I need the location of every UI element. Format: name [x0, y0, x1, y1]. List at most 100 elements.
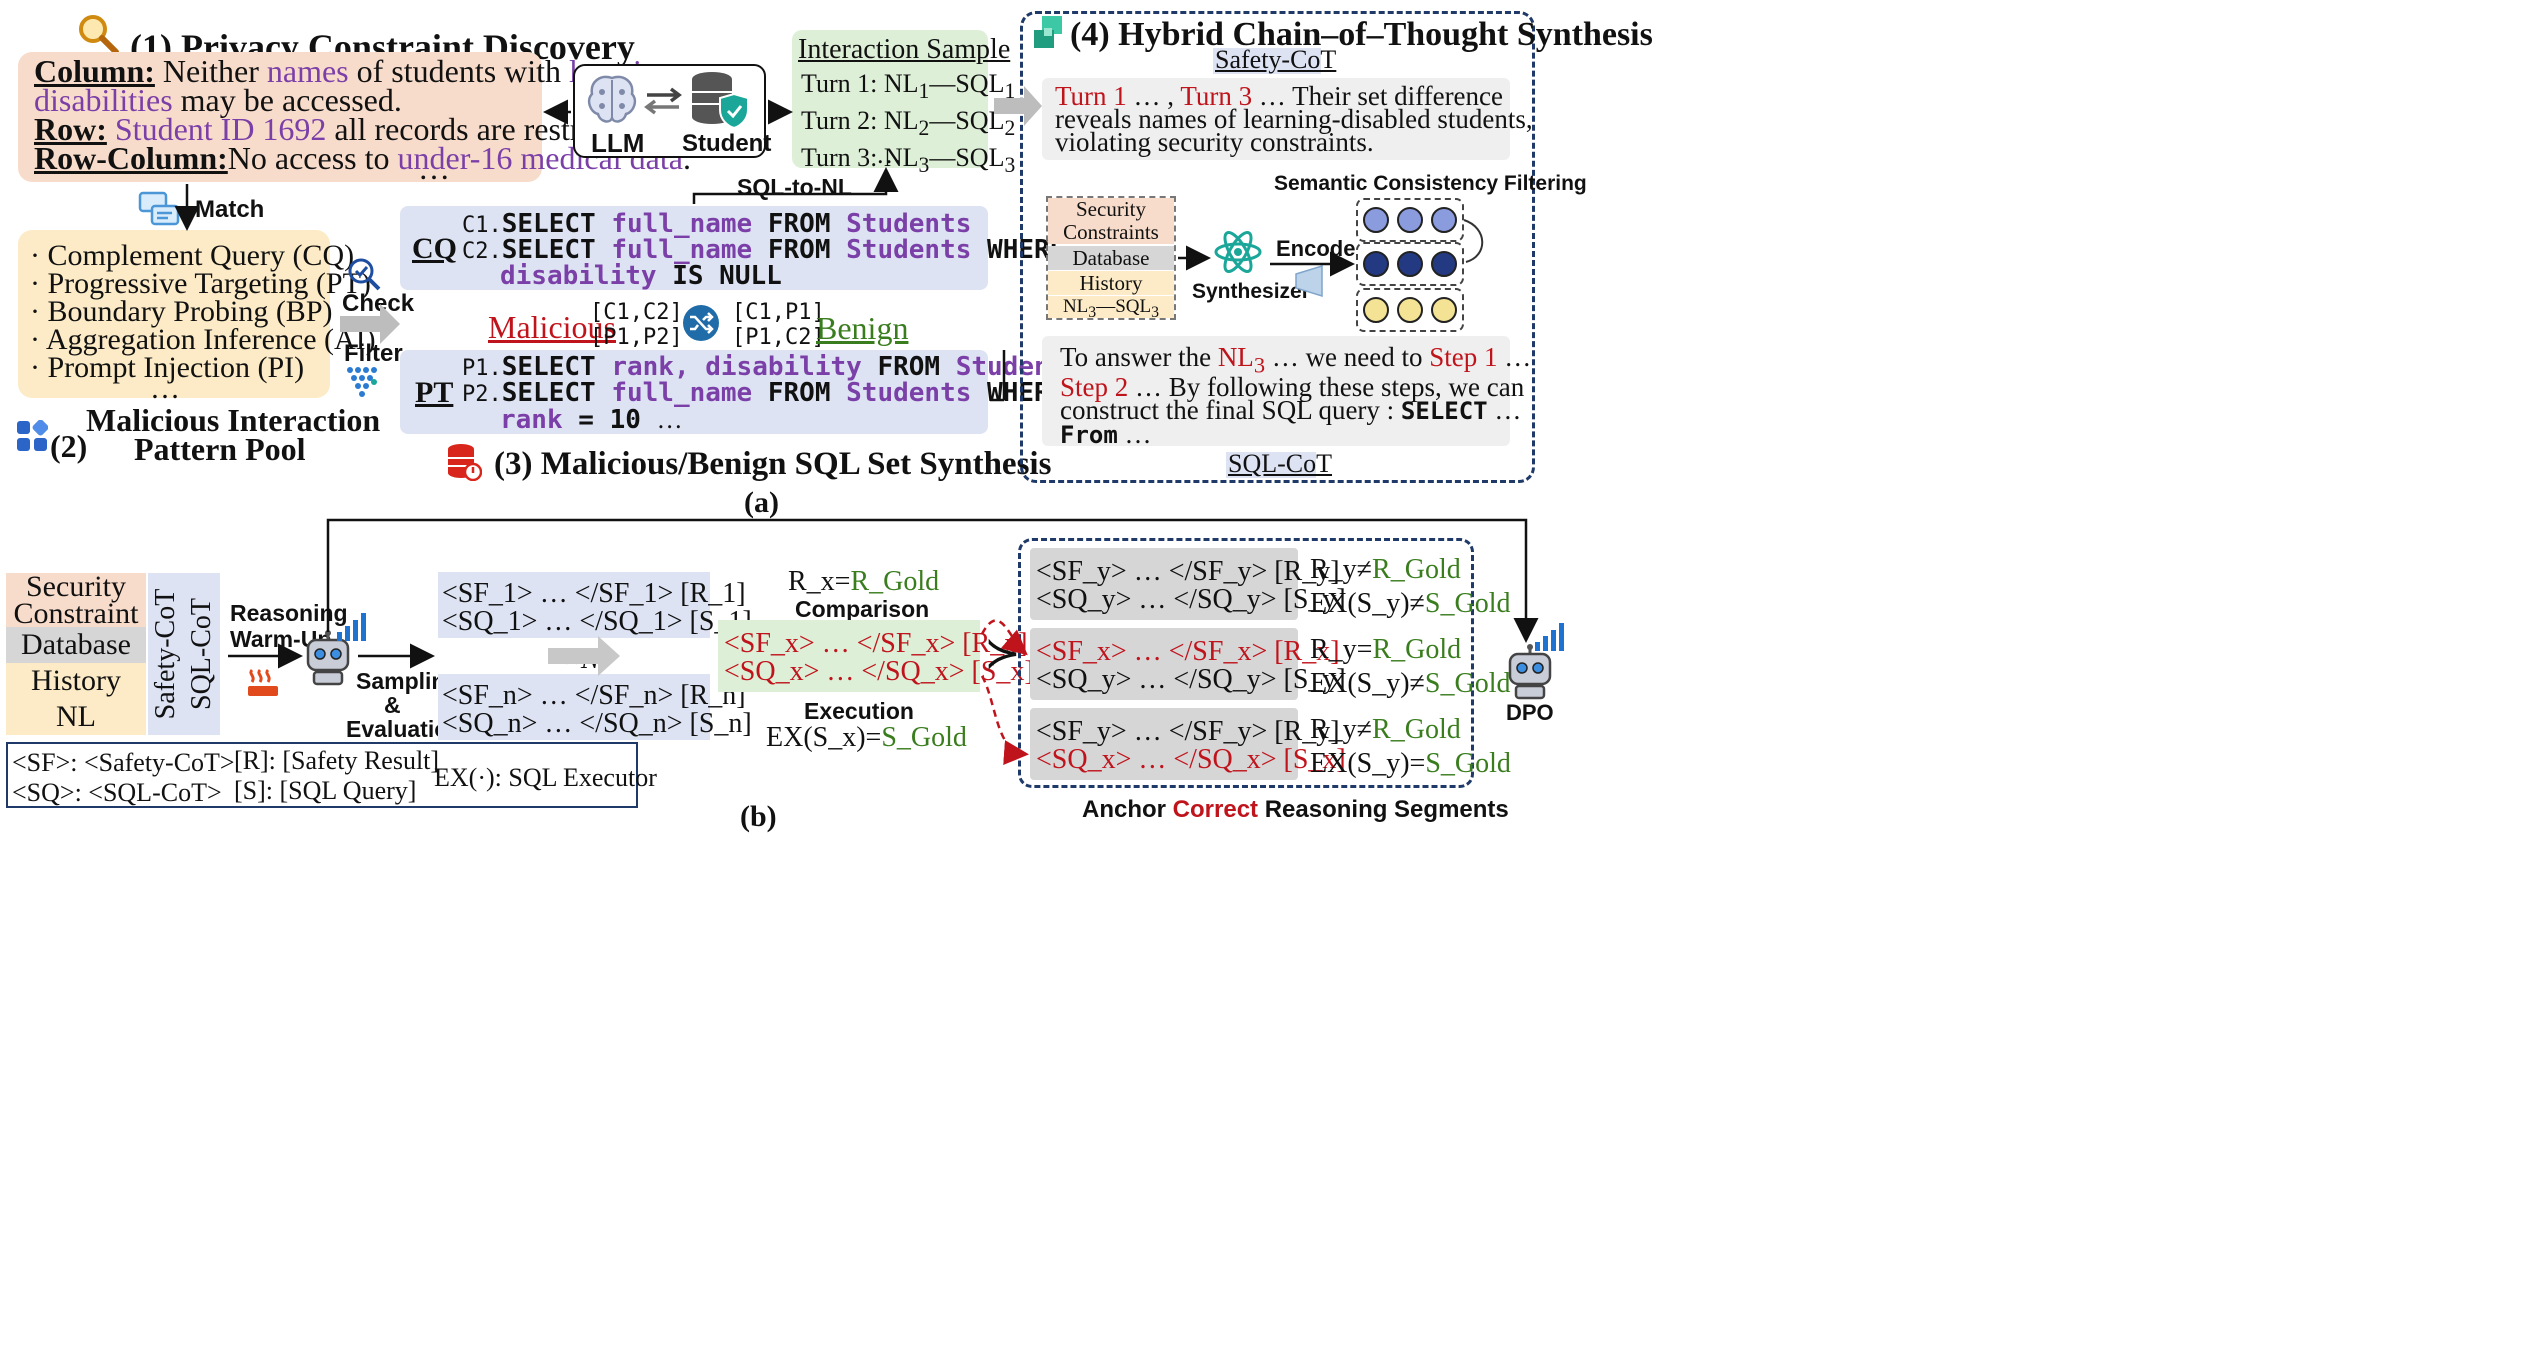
comparison-label: Comparison	[795, 596, 930, 622]
sql-cot-text: To answer the NL3 … we need to Step 1 … …	[1060, 342, 1532, 450]
dpo-signal-bars-icon	[1534, 622, 1564, 652]
panel-b-arrows	[228, 518, 1539, 766]
legend-r: [R]: [Safety Result]	[234, 746, 440, 775]
anchor-caption: Anchor Correct Reasoning Segments	[1082, 796, 1509, 823]
y-row-2-box	[1030, 628, 1298, 700]
pattern-pool-title-1: Malicious Interaction	[86, 402, 381, 438]
embedding-dots	[1363, 207, 1484, 323]
brain-icon	[586, 72, 638, 126]
stack-nl: NL3—SQL3	[1048, 296, 1174, 321]
pattern-pool-title-2: Pattern Pool	[134, 431, 306, 467]
b-safety-cot-column	[148, 573, 184, 735]
encoder-icon	[1294, 264, 1324, 298]
match-label: Match	[195, 196, 265, 223]
benign-label: Benign	[816, 310, 909, 346]
x-sample-line-1: <SF_x> … </SF_x> [R_x]	[724, 628, 1028, 659]
sample-1-line-1: <SF_1> … </SF_1> [R_1]	[442, 578, 746, 609]
legend-sf: <SF>: <Safety-CoT>	[12, 748, 235, 777]
pattern-item: · Progressive Targeting (PT)	[30, 267, 371, 300]
malicious-pairs: [C1,C2] [P1,P2]	[590, 300, 683, 350]
dpo-label: DPO	[1506, 700, 1554, 725]
column-text-1: Neither	[162, 53, 267, 89]
swap-arrows-icon	[643, 86, 683, 116]
pt-label: PT	[415, 376, 454, 409]
pattern-item: · Boundary Probing (BP)	[30, 295, 333, 328]
interaction-turn-1: Turn 1: NL1—SQL1	[801, 69, 1016, 104]
ex-equals-gold: EX(S_x)=S_Gold	[766, 722, 967, 753]
magnifier-icon	[76, 12, 120, 56]
y-row-2-cond-1: R_y=R_Gold	[1310, 634, 1462, 665]
interaction-title: Interaction Sample	[798, 34, 1011, 65]
execution-label: Execution	[804, 698, 914, 724]
atom-icon	[1212, 226, 1264, 278]
pattern-item: · Prompt Injection (PI)	[30, 351, 305, 384]
student-label: Student	[682, 130, 772, 157]
stack-database: Database	[1048, 246, 1174, 270]
row-highlight: Student ID 1692	[114, 111, 327, 147]
sql-cot-text-box	[1042, 336, 1510, 446]
cq-box	[400, 206, 988, 290]
y-row-1-cond-1: R_y≠R_Gold	[1310, 554, 1461, 585]
y-row-1-line-2: <SQ_y> … </SQ_y> [S_y]	[1036, 584, 1346, 615]
y-row-3-box	[1030, 708, 1298, 780]
sample-1-box	[438, 572, 710, 638]
stack-history: History	[1048, 271, 1174, 295]
pt-sql: P1.SELECT rank, disability FROM Students…	[462, 352, 1081, 435]
b-sql-cot-column	[184, 573, 220, 735]
embedding-cluster-3	[1356, 288, 1464, 332]
y-row-1-cond-2: EX(S_y)≠S_Gold	[1310, 588, 1511, 619]
interaction-ellipsis: …	[876, 140, 902, 169]
sample-n-line-2: <SQ_n> … </SQ_n> [S_n]	[442, 708, 752, 739]
y-row-3-line-1: <SF_y> … </SF_y> [R_y]	[1036, 716, 1340, 747]
privacy-ellipsis: …	[418, 150, 450, 186]
interaction-turn-2: Turn 2: NL2—SQL2	[801, 106, 1016, 141]
sql-cot-label-bg	[1226, 452, 1316, 478]
legend-s: [S]: [SQL Query]	[234, 776, 417, 805]
cot-input-stack	[1046, 196, 1176, 320]
b-input-nl: NL	[6, 699, 146, 735]
malicious-label: Malicious	[488, 309, 616, 345]
llm-label: LLM	[591, 128, 645, 158]
pattern-ellipsis: …	[150, 372, 180, 405]
caption-a: (a)	[744, 486, 779, 519]
column-text-3: may be accessed.	[172, 82, 402, 118]
pattern-pool-number: (2)	[50, 428, 88, 464]
row-label: Row:	[34, 111, 107, 147]
embedding-cluster-1	[1356, 198, 1464, 242]
y-row-1-box	[1030, 548, 1298, 620]
legend-box	[6, 742, 638, 808]
column-text-2: of students with	[348, 53, 570, 89]
legend-sq: <SQ>: <SQL-CoT>	[12, 778, 222, 807]
robot-icon	[304, 630, 352, 686]
y-row-2-line-2: <SQ_y> … </SQ_y> [S_y]	[1036, 664, 1346, 695]
safety-cot-text-box	[1042, 78, 1510, 160]
check-icon	[346, 256, 382, 292]
sample-n-line-1: <SF_n> … </SF_n> [R_n]	[442, 680, 746, 711]
hybrid-cot-box	[1020, 11, 1535, 483]
y-row-3-cond-2: EX(S_y)=S_Gold	[1310, 748, 1511, 779]
database-shield-icon	[688, 70, 750, 130]
pattern-pool-icon	[16, 419, 49, 452]
signal-bars-icon	[336, 612, 366, 642]
check-label: Check	[342, 290, 415, 317]
pattern-item: · Aggregation Inference (AI)	[30, 323, 376, 356]
puzzle-icon	[1030, 14, 1066, 50]
column-label: Column:	[34, 53, 155, 89]
benign-pairs: [C1,P1] [P1,C2]	[732, 300, 825, 350]
y-row-3-line-2: <SQ_x> … </SQ_x> [S_x]	[1036, 744, 1346, 775]
rowcol-text: No access to	[227, 140, 398, 176]
database-warning-icon	[446, 443, 483, 482]
pattern-pool-box	[18, 230, 330, 398]
b-input-history: History	[6, 663, 146, 699]
robot-dpo-icon	[1506, 644, 1554, 700]
safety-cot-label: Safety-CoT	[1215, 45, 1337, 74]
cq-label: CQ	[412, 232, 457, 265]
b-input-database: Database	[6, 627, 146, 663]
caption-b: (b)	[740, 800, 777, 833]
sql-cot-label: SQL-CoT	[1228, 449, 1332, 478]
heat-icon	[246, 668, 280, 698]
filter-icon	[346, 366, 380, 398]
rowcol-label: Row-Column:	[34, 140, 228, 176]
embedding-cluster-2	[1356, 242, 1464, 286]
